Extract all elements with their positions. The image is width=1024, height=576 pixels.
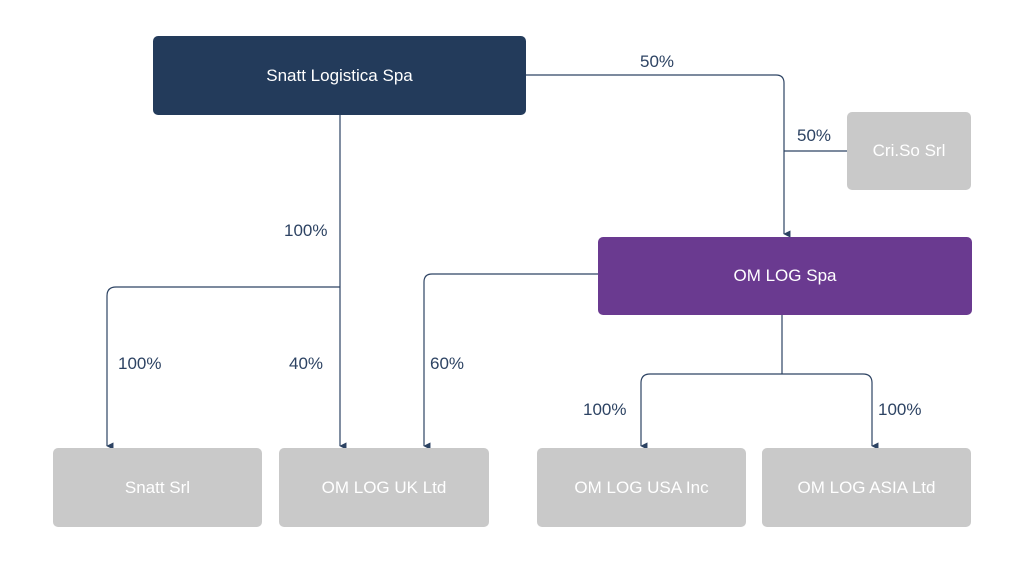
node-om-log-uk-ltd: OM LOG UK Ltd — [279, 448, 489, 527]
pct-omlog-to-asia: 100% — [878, 400, 922, 419]
pct-omlog-to-usa: 100% — [583, 400, 627, 419]
pct-snatt-trunk: 100% — [284, 221, 328, 240]
pct-omlog-to-uk: 60% — [430, 354, 465, 373]
pct-criso-to-omlog: 50% — [797, 126, 832, 145]
connector-to-usa — [640, 373, 782, 450]
node-criso-srl: Cri.So Srl — [847, 112, 971, 190]
node-om-log-spa: OM LOG Spa — [598, 237, 972, 315]
node-om-log-usa-inc: OM LOG USA Inc — [537, 448, 746, 527]
pct-snatt-to-uk: 40% — [289, 354, 324, 373]
connector-omlog-to-uk — [423, 273, 598, 450]
node-om-log-asia-ltd: OM LOG ASIA Ltd — [762, 448, 971, 527]
connector-snatt-to-omlog — [526, 74, 791, 238]
pct-snatt-to-omlog: 50% — [640, 52, 675, 71]
pct-snatt-to-snatt-srl: 100% — [118, 354, 162, 373]
connector-to-snatt-srl — [106, 286, 340, 450]
connector-to-asia — [782, 373, 879, 450]
node-snatt-logistica-spa: Snatt Logistica Spa — [153, 36, 526, 115]
node-snatt-srl: Snatt Srl — [53, 448, 262, 527]
